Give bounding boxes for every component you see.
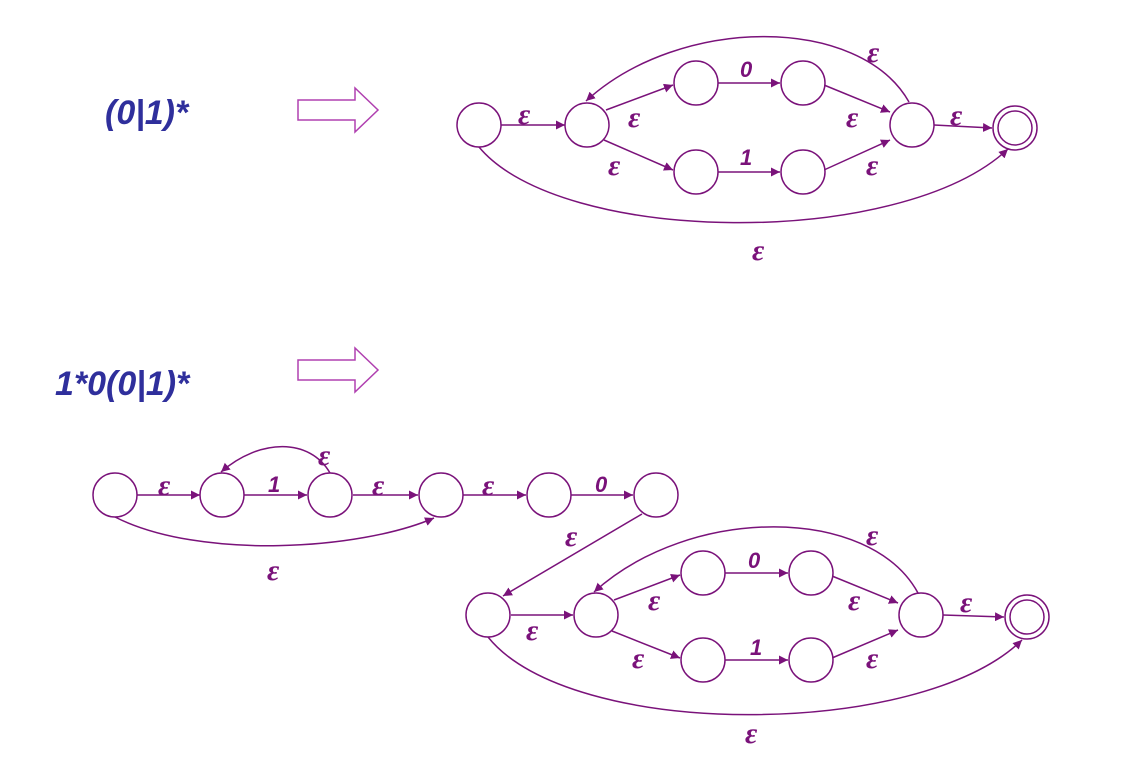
edge-b-one-to-join <box>831 629 899 659</box>
edge-b-loop-back <box>593 526 919 594</box>
edge-loop-back <box>585 36 910 103</box>
label-eps-split-one: ε <box>608 149 621 182</box>
state-one-out <box>780 149 826 195</box>
state-b-join <box>898 592 944 638</box>
state-split <box>564 102 610 148</box>
label-zero-2: 0 <box>595 472 608 497</box>
state-b-start <box>465 592 511 638</box>
regex-label-1: (0|1)* <box>105 94 190 132</box>
edge-split-to-zero-branch <box>605 83 674 111</box>
state-b-one-in <box>680 637 726 683</box>
edge-split-to-one-branch <box>603 139 674 171</box>
label-eps-concat-zero: ε <box>482 469 495 502</box>
state-b-zero-out <box>788 550 834 596</box>
label-one-a: 1 <box>268 472 280 497</box>
label-one: 1 <box>740 145 752 170</box>
state-b-one-out <box>788 637 834 683</box>
state-b-final-inner-ring <box>1009 599 1045 635</box>
diagram-2: 1*0(0|1)* <box>55 346 1050 750</box>
state-zero-in-2 <box>526 472 572 518</box>
label-eps-b-start: ε <box>526 614 539 647</box>
label-eps-a-start: ε <box>158 469 171 502</box>
diagram-1: (0|1)* ε ε ε 0 1 ε ε ε ε ε <box>105 36 1038 267</box>
label-eps-loop: ε <box>867 36 880 69</box>
label-eps-a-skip: ε <box>267 554 280 587</box>
label-eps-b-skip: ε <box>745 717 758 750</box>
label-eps-zero-join: ε <box>846 101 859 134</box>
edge-skip <box>478 146 1009 224</box>
implies-arrow-1 <box>297 86 380 134</box>
edge-one-branch-to-join <box>823 139 891 171</box>
state-a-loop-out <box>307 472 353 518</box>
edge-b-join-to-final <box>942 612 1005 622</box>
label-eps-b-split-zero: ε <box>648 584 661 617</box>
edge-a-skip <box>114 516 435 547</box>
label-eps-to-star: ε <box>565 520 578 553</box>
edge-to-star-start <box>502 513 643 597</box>
edge-b-split-to-one <box>611 630 681 659</box>
state-zero-out <box>780 60 826 106</box>
label-eps-b-final: ε <box>960 586 973 619</box>
label-eps-a-loop: ε <box>318 439 331 472</box>
edge-zero-branch-to-join <box>823 84 891 113</box>
edge-b-skip <box>487 636 1023 716</box>
state-a-loop-in <box>199 472 245 518</box>
implies-arrow-2 <box>297 346 380 394</box>
edge-b-zero-to-join <box>831 575 899 604</box>
label-eps-b-zero-join: ε <box>848 584 861 617</box>
label-eps-b-split-one: ε <box>632 642 645 675</box>
state-b-zero-in <box>680 550 726 596</box>
state-concat <box>418 472 464 518</box>
label-eps-start: ε <box>518 98 531 131</box>
state-a-start <box>92 472 138 518</box>
regex-label-2: 1*0(0|1)* <box>55 365 191 403</box>
label-eps-b-one-join: ε <box>866 642 879 675</box>
state-final-inner-ring <box>997 110 1033 146</box>
label-b-zero: 0 <box>748 548 761 573</box>
label-eps-one-join: ε <box>866 149 879 182</box>
label-eps-final: ε <box>950 99 963 132</box>
edge-b-split-to-zero <box>613 573 681 601</box>
label-eps-b-loop: ε <box>866 519 879 552</box>
state-zero-in <box>673 60 719 106</box>
state-b-split <box>573 592 619 638</box>
label-eps-split-zero: ε <box>628 101 641 134</box>
label-b-one: 1 <box>750 635 762 660</box>
label-zero: 0 <box>740 57 753 82</box>
label-eps-skip: ε <box>752 234 765 267</box>
edge-join-to-final <box>933 123 993 133</box>
state-join <box>889 102 935 148</box>
state-one-in <box>673 149 719 195</box>
edge-a-loop-back <box>220 445 331 474</box>
label-eps-a-concat: ε <box>372 469 385 502</box>
state-start <box>456 102 502 148</box>
state-zero-out-2 <box>633 472 679 518</box>
